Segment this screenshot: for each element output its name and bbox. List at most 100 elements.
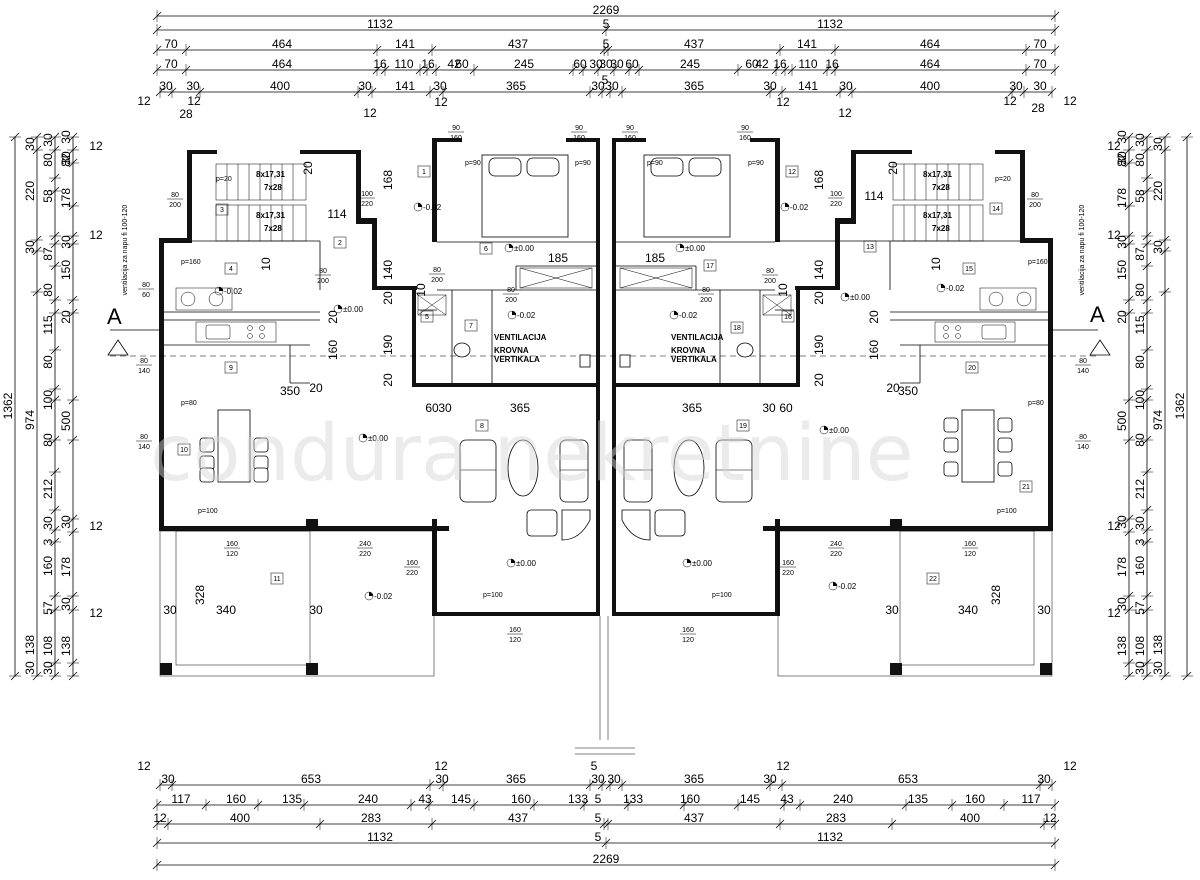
inner-dimension: 365 (510, 401, 530, 415)
dimension-label: 1132 (817, 830, 843, 844)
dimension-label: 400 (230, 811, 250, 825)
inner-dimension: 20 (812, 373, 826, 387)
level-value: ±0.00 (343, 305, 364, 314)
opening-width: 80 (1031, 192, 1039, 199)
dimension-label: 30 (1033, 79, 1047, 93)
opening-height: 60 (142, 292, 150, 299)
inner-dimension: 60 (425, 401, 439, 415)
floor-levels: -0.02±0.00±0.00-0.02±0.00±0.00-0.02-0.02… (214, 202, 965, 601)
sill-note: p=20 (995, 176, 1011, 183)
dimension-label: 30 (1151, 661, 1165, 675)
opening-height: 220 (830, 551, 842, 558)
dimension-label: 58 (41, 189, 55, 203)
inner-dimension: 114 (864, 189, 883, 203)
inner-dimension: 30 (885, 603, 899, 617)
dimension-label: 1132 (367, 830, 393, 844)
dimension-label: 60 (455, 57, 469, 71)
dimension-label: 5 (591, 759, 598, 773)
dimension-label: 115 (41, 315, 55, 334)
dimension-label: 12 (89, 228, 103, 242)
wall (432, 519, 437, 616)
level-value: -0.02 (946, 284, 965, 293)
dimension-label: 464 (920, 37, 940, 51)
dimension-label: 220 (23, 181, 37, 201)
opening-width: 80 (702, 287, 710, 294)
dimension-label: 30 (23, 137, 37, 151)
right-dimension-chains: 1362302203097413830308058878011580100802… (1107, 130, 1193, 681)
level-value: -0.02 (423, 203, 442, 212)
opening-height: 140 (138, 368, 150, 375)
dimension-label: 115 (1133, 315, 1147, 334)
dimension-label: 12 (434, 95, 448, 109)
dimension-label: 80 (1133, 283, 1147, 297)
dimension-label: 1132 (367, 17, 393, 31)
stair-spec: 7x28 (264, 224, 282, 233)
dimension-label: 30 (1115, 235, 1129, 249)
dimension-label: 117 (1021, 792, 1040, 806)
dimension-label: 30 (610, 57, 624, 71)
dimension-label: 12 (363, 106, 377, 120)
pillow (688, 157, 722, 177)
dimension-label: 30 (41, 133, 55, 147)
level-marker (363, 434, 367, 438)
level-value: ±0.00 (514, 244, 535, 253)
opening-height: 160 (739, 135, 751, 142)
opening-height: 200 (764, 278, 776, 285)
inner-dimension: 30 (309, 603, 323, 617)
dimension-label: 80 (41, 153, 55, 167)
opening-height: 220 (782, 570, 794, 577)
sill-note: p=100 (483, 592, 503, 599)
opening-height: 220 (406, 570, 418, 577)
inner-dimension: 30 (163, 603, 177, 617)
dimension-label: 400 (960, 811, 980, 825)
dimension-label: 464 (920, 57, 940, 71)
dimension-label: 5 (595, 830, 602, 844)
interior-lines (107, 154, 1111, 755)
opening-width: 80 (140, 434, 148, 441)
sill-note: p=100 (997, 508, 1017, 515)
opening-width: 100 (361, 191, 373, 198)
dimension-label: 30 (1115, 515, 1129, 529)
sill-note: p=90 (575, 160, 591, 167)
dimension-label: 150 (59, 260, 73, 280)
opening-width: 90 (452, 125, 460, 132)
dimension-label: 30 (763, 79, 777, 93)
room-number-box (703, 259, 717, 272)
room-number: 16 (784, 314, 792, 321)
room-number: 9 (229, 365, 233, 372)
dimension-label: 160 (1133, 556, 1147, 576)
wall (616, 138, 646, 142)
vent-label: VENTILACIJA (494, 333, 547, 342)
dimension-label: 500 (1115, 411, 1129, 431)
inner-dimension: 185 (548, 251, 568, 265)
opening-height: 200 (431, 277, 443, 284)
dimension-label: 365 (684, 772, 704, 786)
room-number-box (417, 165, 431, 178)
dimension-label: 160 (511, 792, 531, 806)
dimension-label: 30 (1151, 137, 1165, 151)
opening-width: 80 (319, 268, 327, 275)
level-value: ±0.00 (685, 244, 706, 253)
opening-width: 80 (140, 358, 148, 365)
level-value: ±0.00 (516, 559, 537, 568)
dimension-label: 12 (1063, 759, 1077, 773)
dimension-label: 12 (776, 759, 790, 773)
dimension-label: 437 (684, 811, 704, 825)
stair-spec: 7x28 (264, 183, 282, 192)
dimension-label: 12 (1043, 811, 1057, 825)
room-number-box (420, 310, 434, 323)
sill-note: p=90 (465, 160, 481, 167)
dimension-label: 12 (89, 139, 103, 153)
chair (997, 437, 1013, 453)
section-marker-right: A (1090, 302, 1105, 327)
inner-dimension: 20 (886, 381, 900, 395)
inner-dimension: 190 (381, 335, 395, 355)
sill-note: p=80 (181, 400, 197, 407)
inner-dimension: 20 (381, 373, 395, 387)
dimension-label: 12 (1107, 139, 1121, 153)
dimension-label: 133 (568, 792, 588, 806)
dimension-label: 133 (623, 792, 643, 806)
dimension-label: 20 (1115, 310, 1129, 324)
opening-height: 200 (1029, 202, 1041, 209)
